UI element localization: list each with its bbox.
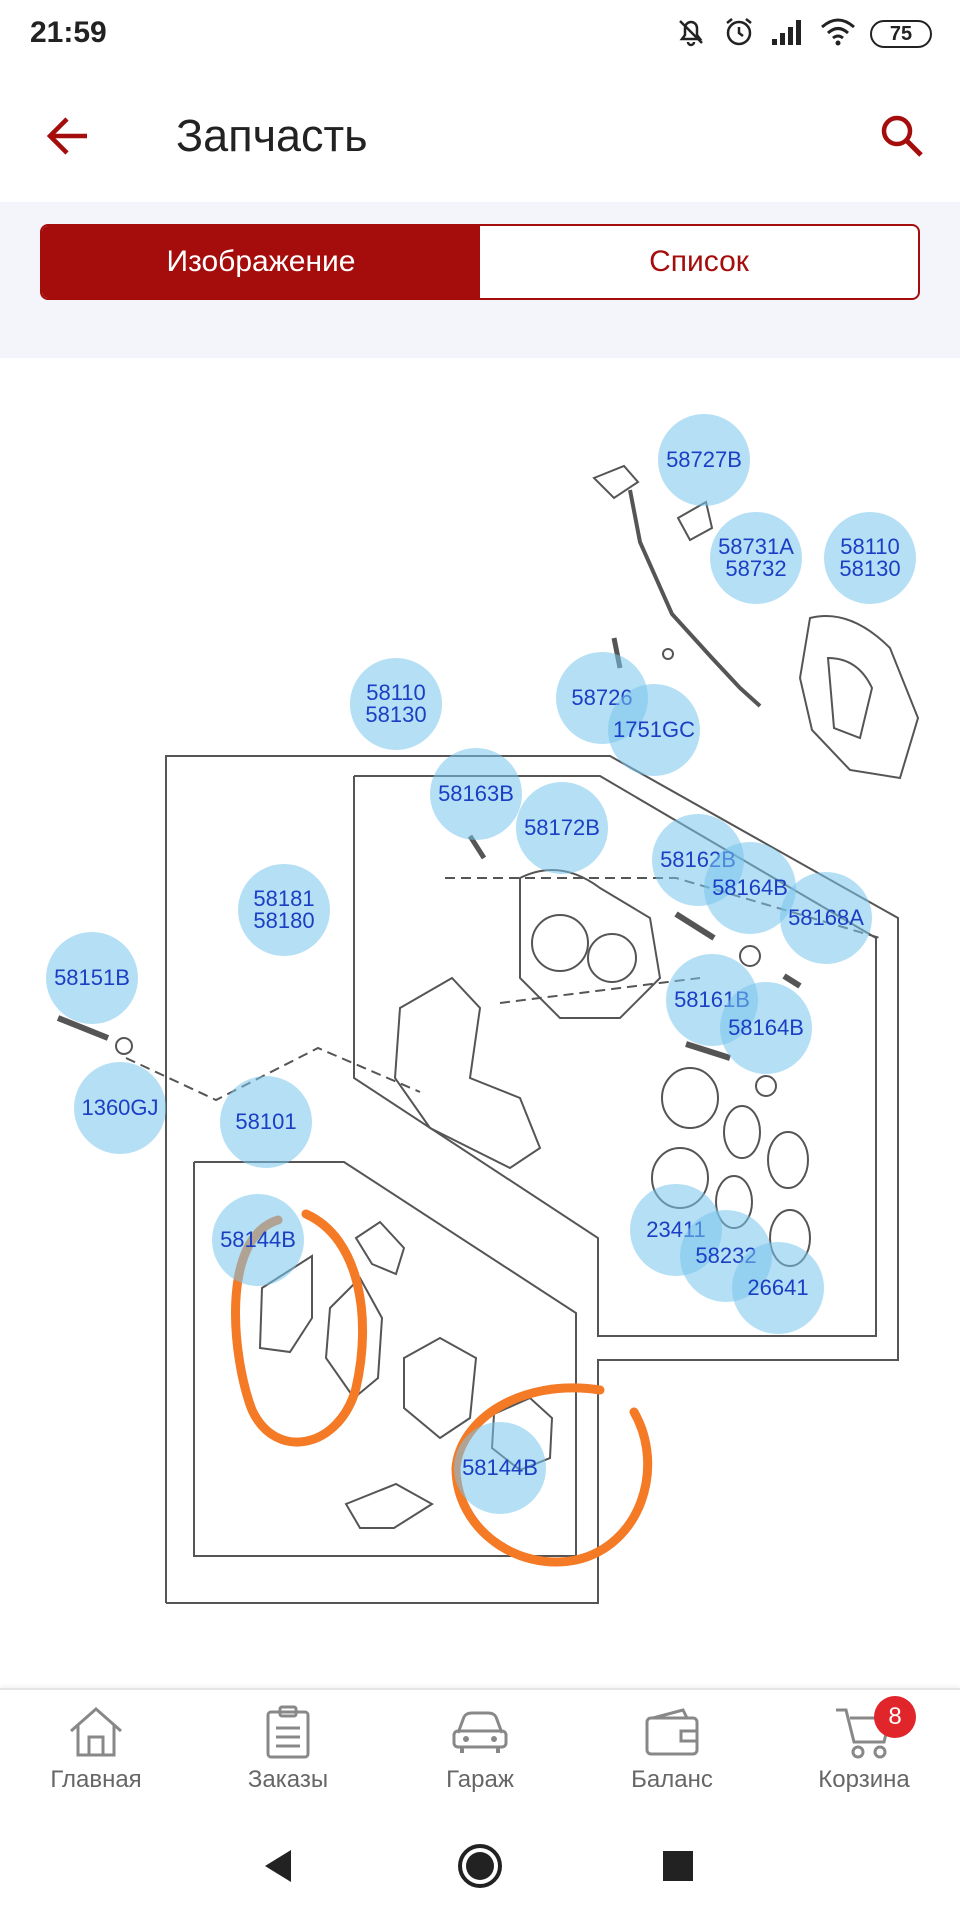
callout-58164b[interactable]: 58164B [720,982,812,1074]
system-back-button[interactable] [248,1836,308,1896]
callout-58163b[interactable]: 58163B [430,748,522,840]
annotation-circle-right [451,1383,653,1567]
search-button[interactable] [874,108,930,164]
signal-icon [770,17,806,52]
cart-count-badge: 8 [874,1696,916,1738]
mute-icon [674,15,708,54]
clipboard-icon [258,1702,318,1762]
nav-garage[interactable]: Гараж [384,1690,576,1808]
callout-58151b[interactable]: 58151B [46,932,138,1024]
callout-1360gj[interactable]: 1360GJ [74,1062,166,1154]
callout-58172b[interactable]: 58172B [516,782,608,874]
tab-list[interactable]: Список [649,245,749,278]
nav-label-cart: Корзина [818,1766,910,1793]
callout-1751gc[interactable]: 1751GC [608,684,700,776]
callout-26641[interactable]: 26641 [732,1242,824,1334]
wifi-icon [820,17,856,52]
search-icon [881,115,923,157]
home-icon [66,1702,126,1762]
view-switcher-area: Изображение Список [0,202,960,358]
back-triangle-icon [265,1850,291,1882]
system-home-button[interactable] [450,1836,510,1896]
home-circle-icon [458,1844,502,1888]
callout-58144b-right[interactable]: 58144B [454,1422,546,1514]
nav-label-balance: Баланс [631,1766,713,1793]
bottom-navigation: Главная Заказы Гараж Баланс Корзина 8 [0,1688,960,1808]
status-bar: 21:59 75 [0,0,960,70]
back-button[interactable] [40,108,96,164]
callout-58144b-left[interactable]: 58144B [212,1194,304,1286]
nav-home[interactable]: Главная [0,1690,192,1808]
callout-58101[interactable]: 58101 [220,1076,312,1168]
callout-58168a[interactable]: 58168A [780,872,872,964]
wallet-icon [642,1702,702,1762]
system-navigation [0,1806,960,1920]
arrow-left-icon [46,117,87,155]
nav-label-garage: Гараж [446,1766,514,1793]
battery-icon: 75 [870,20,932,48]
frame-pads [193,1161,577,1557]
frame-caliper [353,775,877,1337]
status-time: 21:59 [30,16,107,49]
annotation-circle-left [231,1209,368,1447]
page-title: Запчасть [176,110,368,161]
nav-label-home: Главная [50,1766,142,1793]
car-icon [450,1702,510,1762]
status-icons: 75 [674,14,932,54]
callout-58727b[interactable]: 58727B [658,414,750,506]
app-bar: Запчасть [0,70,960,202]
nav-balance[interactable]: Баланс [576,1690,768,1808]
nav-label-orders: Заказы [247,1766,329,1793]
alarm-icon [722,15,756,54]
frame-outer [165,755,899,1604]
recents-square-icon [663,1851,693,1881]
system-recents-button[interactable] [648,1836,708,1896]
tab-image[interactable]: Изображение [42,226,480,298]
nav-orders[interactable]: Заказы [192,1690,384,1808]
view-switcher: Изображение Список [40,224,920,300]
nav-cart[interactable]: Корзина 8 [768,1690,960,1808]
